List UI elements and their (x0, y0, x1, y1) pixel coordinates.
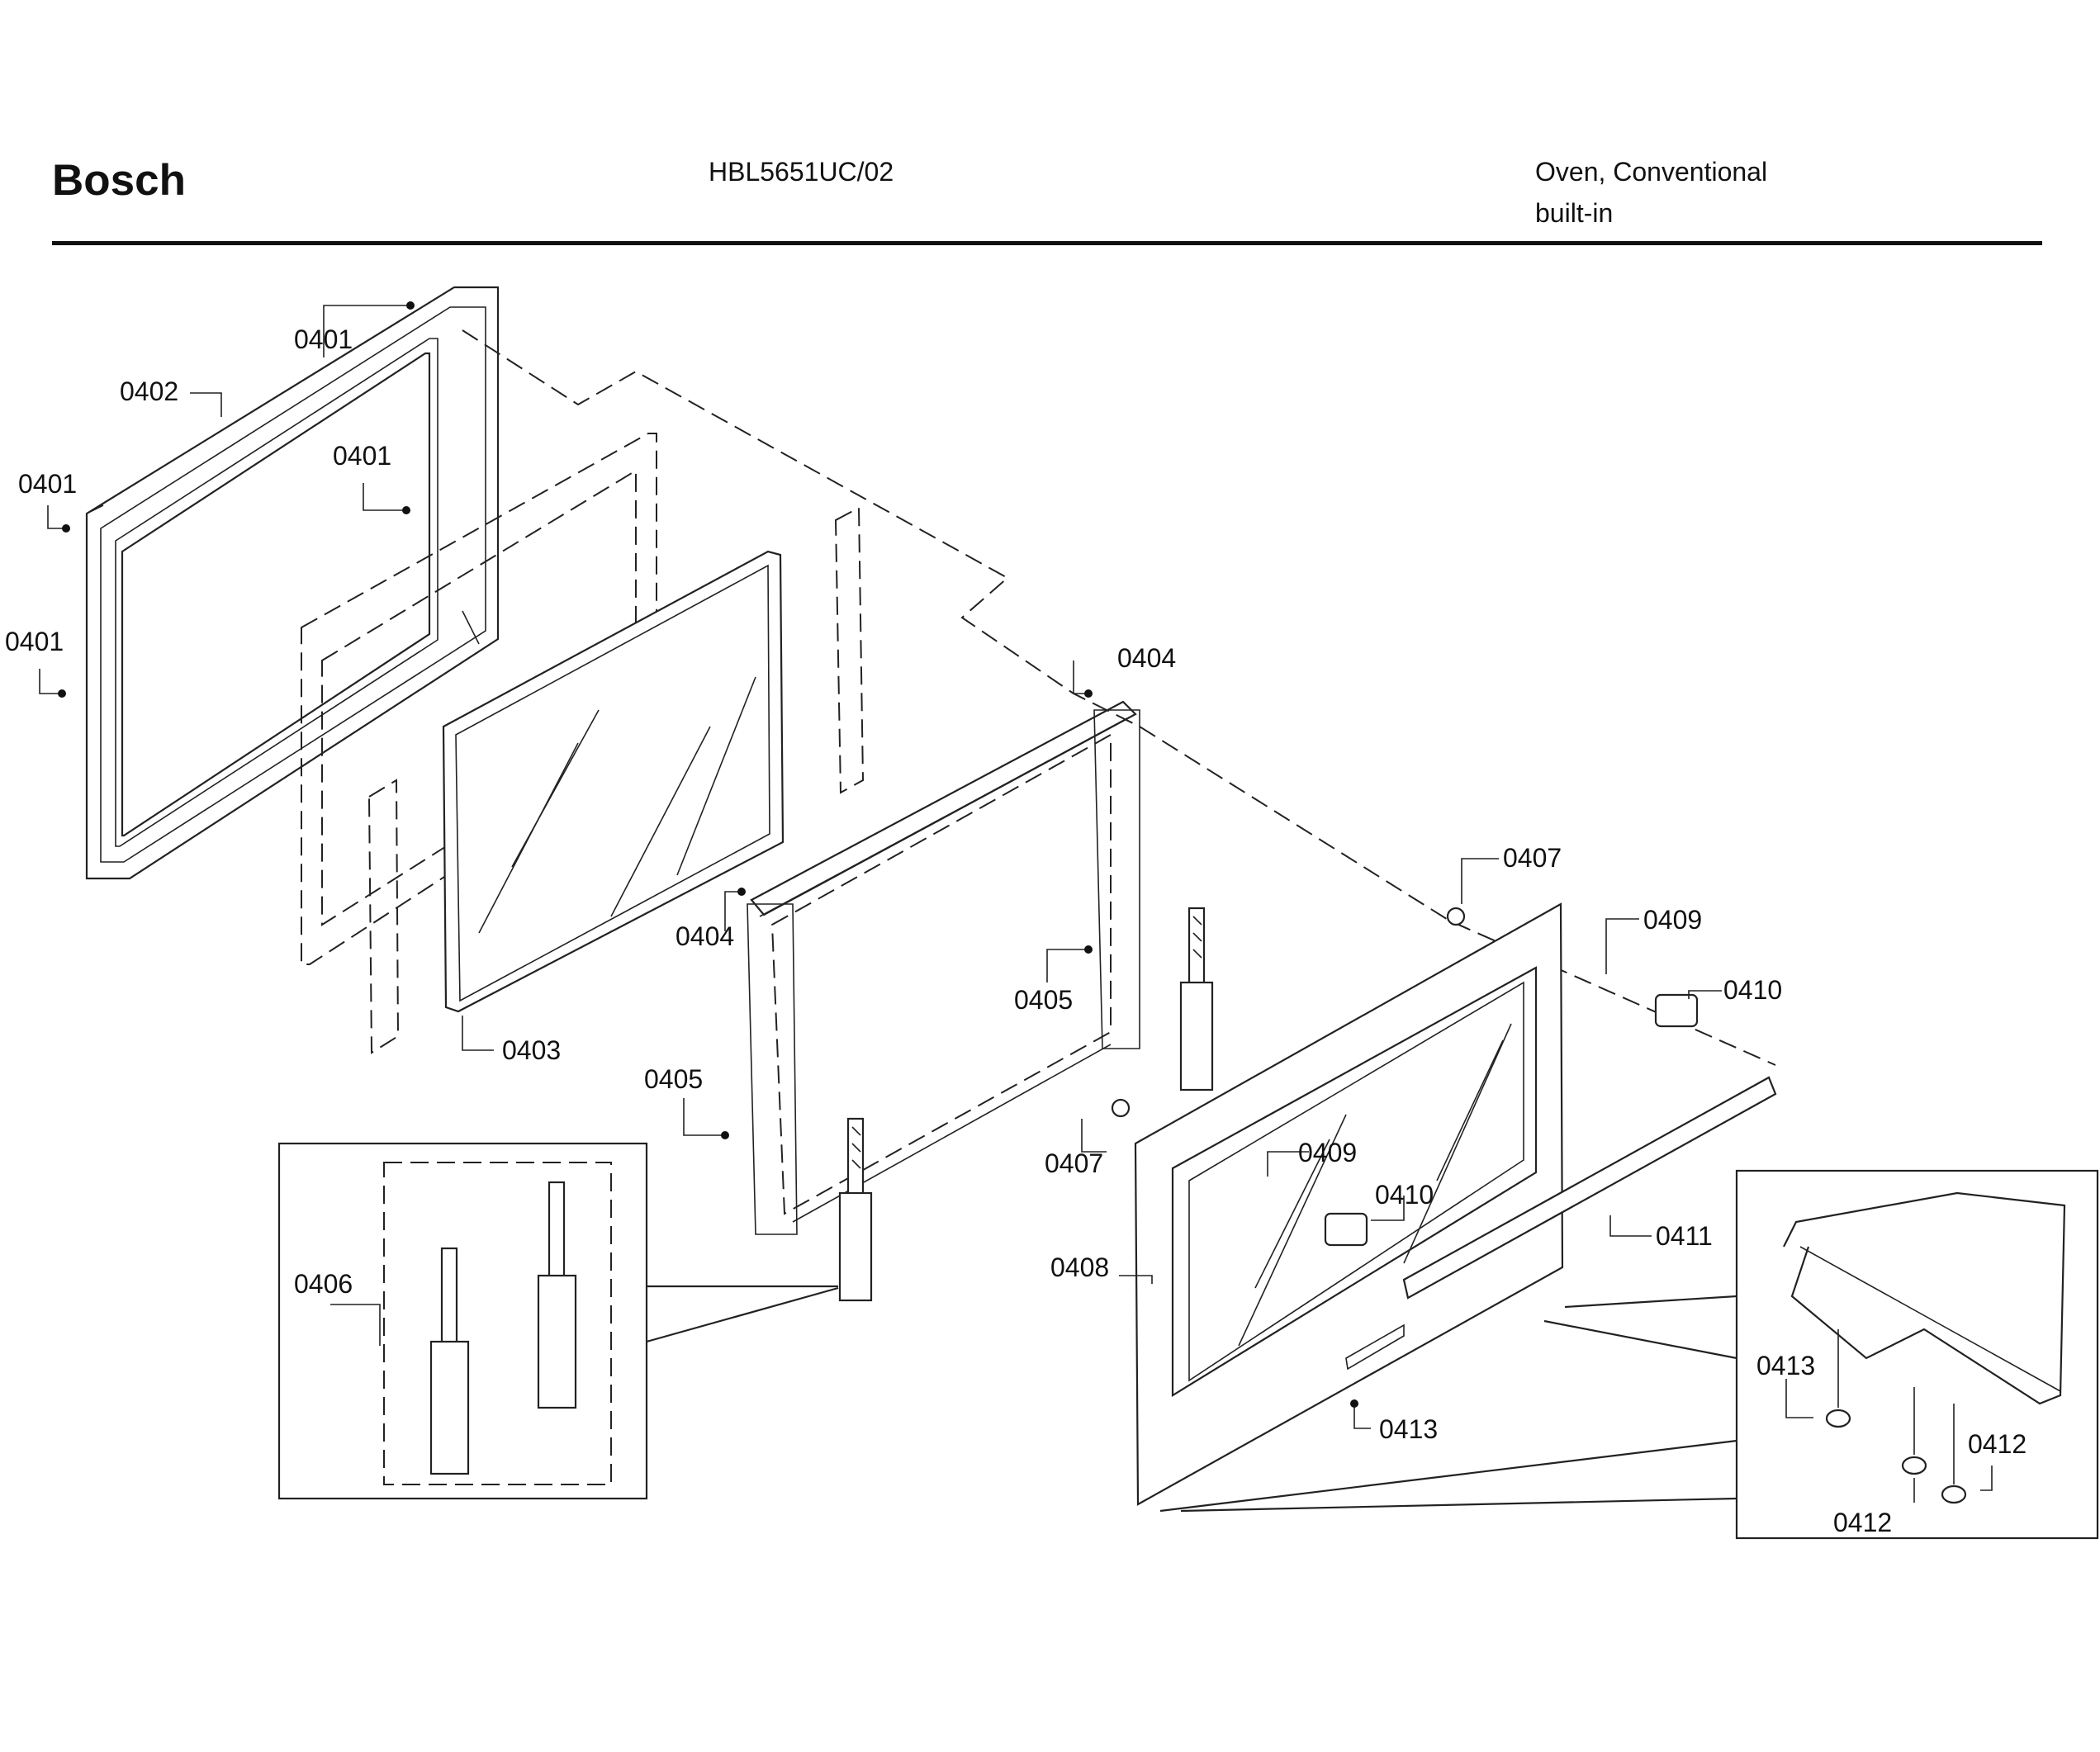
handle-bracket-bottom (1324, 1212, 1368, 1247)
hinge-detail-inset (277, 1142, 839, 1500)
hinge-left (838, 1117, 873, 1302)
part-label-0413: 0413 (1379, 1414, 1438, 1444)
part-label-0401: 0401 (18, 469, 77, 499)
inner-door-frame (85, 286, 500, 880)
part-label-0404: 0404 (1117, 643, 1176, 673)
part-label-0412: 0412 (1968, 1429, 2027, 1459)
part-label-0408: 0408 (1050, 1252, 1109, 1282)
header-divider (52, 241, 2042, 245)
part-label-0409: 0409 (1643, 905, 1702, 935)
part-label-0407: 0407 (1503, 843, 1562, 873)
leader-lines (39, 301, 1993, 1503)
model-number: HBL5651UC/02 (709, 157, 894, 187)
part-label-0407: 0407 (1045, 1148, 1103, 1178)
part-label-0401: 0401 (294, 324, 353, 354)
side-strip-left (367, 779, 400, 1054)
part-label-0405: 0405 (1014, 985, 1073, 1015)
middle-glass-pane (442, 550, 785, 1013)
handle-bracket-top (1654, 993, 1699, 1028)
part-label-0409: 0409 (1298, 1138, 1357, 1167)
part-label-0401: 0401 (333, 441, 391, 471)
assembly-guide-line (462, 329, 1776, 1066)
outer-door-panel (1134, 902, 1564, 1506)
screw-0407-bottom (1111, 1098, 1131, 1118)
product-type: Oven, Conventional (1535, 157, 1768, 187)
part-label-0404: 0404 (676, 921, 734, 951)
part-label-0406: 0406 (294, 1269, 353, 1299)
part-label-0410: 0410 (1375, 1180, 1434, 1210)
part-labels: 0401 0402 0401 0401 0401 0403 0404 0404 … (5, 324, 2027, 1537)
part-label-0401: 0401 (5, 627, 64, 656)
product-subtype: built-in (1535, 198, 1614, 228)
fastener-detail-inset (1159, 1169, 2099, 1540)
part-label-0413: 0413 (1756, 1351, 1815, 1380)
hinge-right (1179, 907, 1214, 1091)
part-label-0411: 0411 (1656, 1221, 1713, 1251)
side-strip-right (834, 506, 865, 794)
door-support-frame (747, 700, 1140, 1235)
part-label-0403: 0403 (502, 1035, 561, 1065)
part-label-0402: 0402 (120, 376, 178, 406)
door-handle (1402, 1076, 1777, 1300)
screw-0407-top (1446, 907, 1466, 926)
brand-name: Bosch (52, 156, 186, 205)
part-label-0410: 0410 (1723, 975, 1782, 1005)
part-label-0412: 0412 (1833, 1508, 1892, 1537)
part-label-0405: 0405 (644, 1064, 703, 1094)
